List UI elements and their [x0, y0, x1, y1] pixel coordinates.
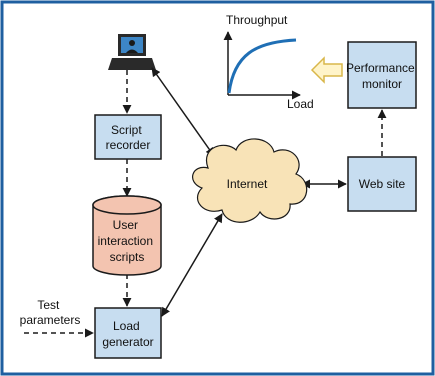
throughput-xlabel: Load: [287, 97, 314, 111]
connector-user-internet: [151, 67, 215, 157]
connector-generator-internet: [161, 213, 223, 317]
load-generator-box: [94, 307, 162, 359]
web-site-label: Web site: [359, 177, 406, 191]
web-site-box: [347, 156, 417, 212]
connectors: [24, 67, 387, 338]
user-scripts-line-3: scripts: [110, 250, 145, 264]
user-scripts-line-2: interaction: [98, 234, 153, 248]
test-parameters-line-2: parameters: [20, 313, 81, 327]
test-parameters-label: Test parameters: [20, 298, 81, 327]
user-scripts-cylinder: [92, 195, 162, 276]
script-recorder-box: [94, 114, 162, 160]
throughput-chart: Throughput Load: [223, 13, 314, 111]
user-scripts-label: User interaction scripts: [98, 218, 157, 264]
performance-monitor-label: Performance monitor: [346, 61, 418, 91]
internet-cloud: [192, 138, 308, 223]
user-scripts-line-1: User: [113, 218, 138, 232]
script-recorder-label: Script recorder: [106, 123, 151, 152]
monitor-to-chart-arrow: [310, 56, 343, 84]
load-generator-label: Load generator: [102, 319, 153, 349]
performance-monitor-box: [347, 41, 417, 109]
throughput-ylabel: Throughput: [226, 13, 288, 27]
computer-user-icon: [108, 34, 156, 70]
performance-monitor-line-1: Performance: [346, 61, 415, 75]
internet-label: Internet: [227, 177, 268, 191]
script-recorder-line-2: recorder: [106, 138, 151, 152]
throughput-curve: [227, 38, 297, 94]
performance-monitor-line-2: monitor: [362, 77, 402, 91]
test-parameters-line-1: Test: [37, 298, 60, 312]
script-recorder-line-1: Script: [111, 123, 142, 137]
load-generator-line-2: generator: [102, 335, 153, 349]
load-generator-line-1: Load: [113, 319, 140, 333]
